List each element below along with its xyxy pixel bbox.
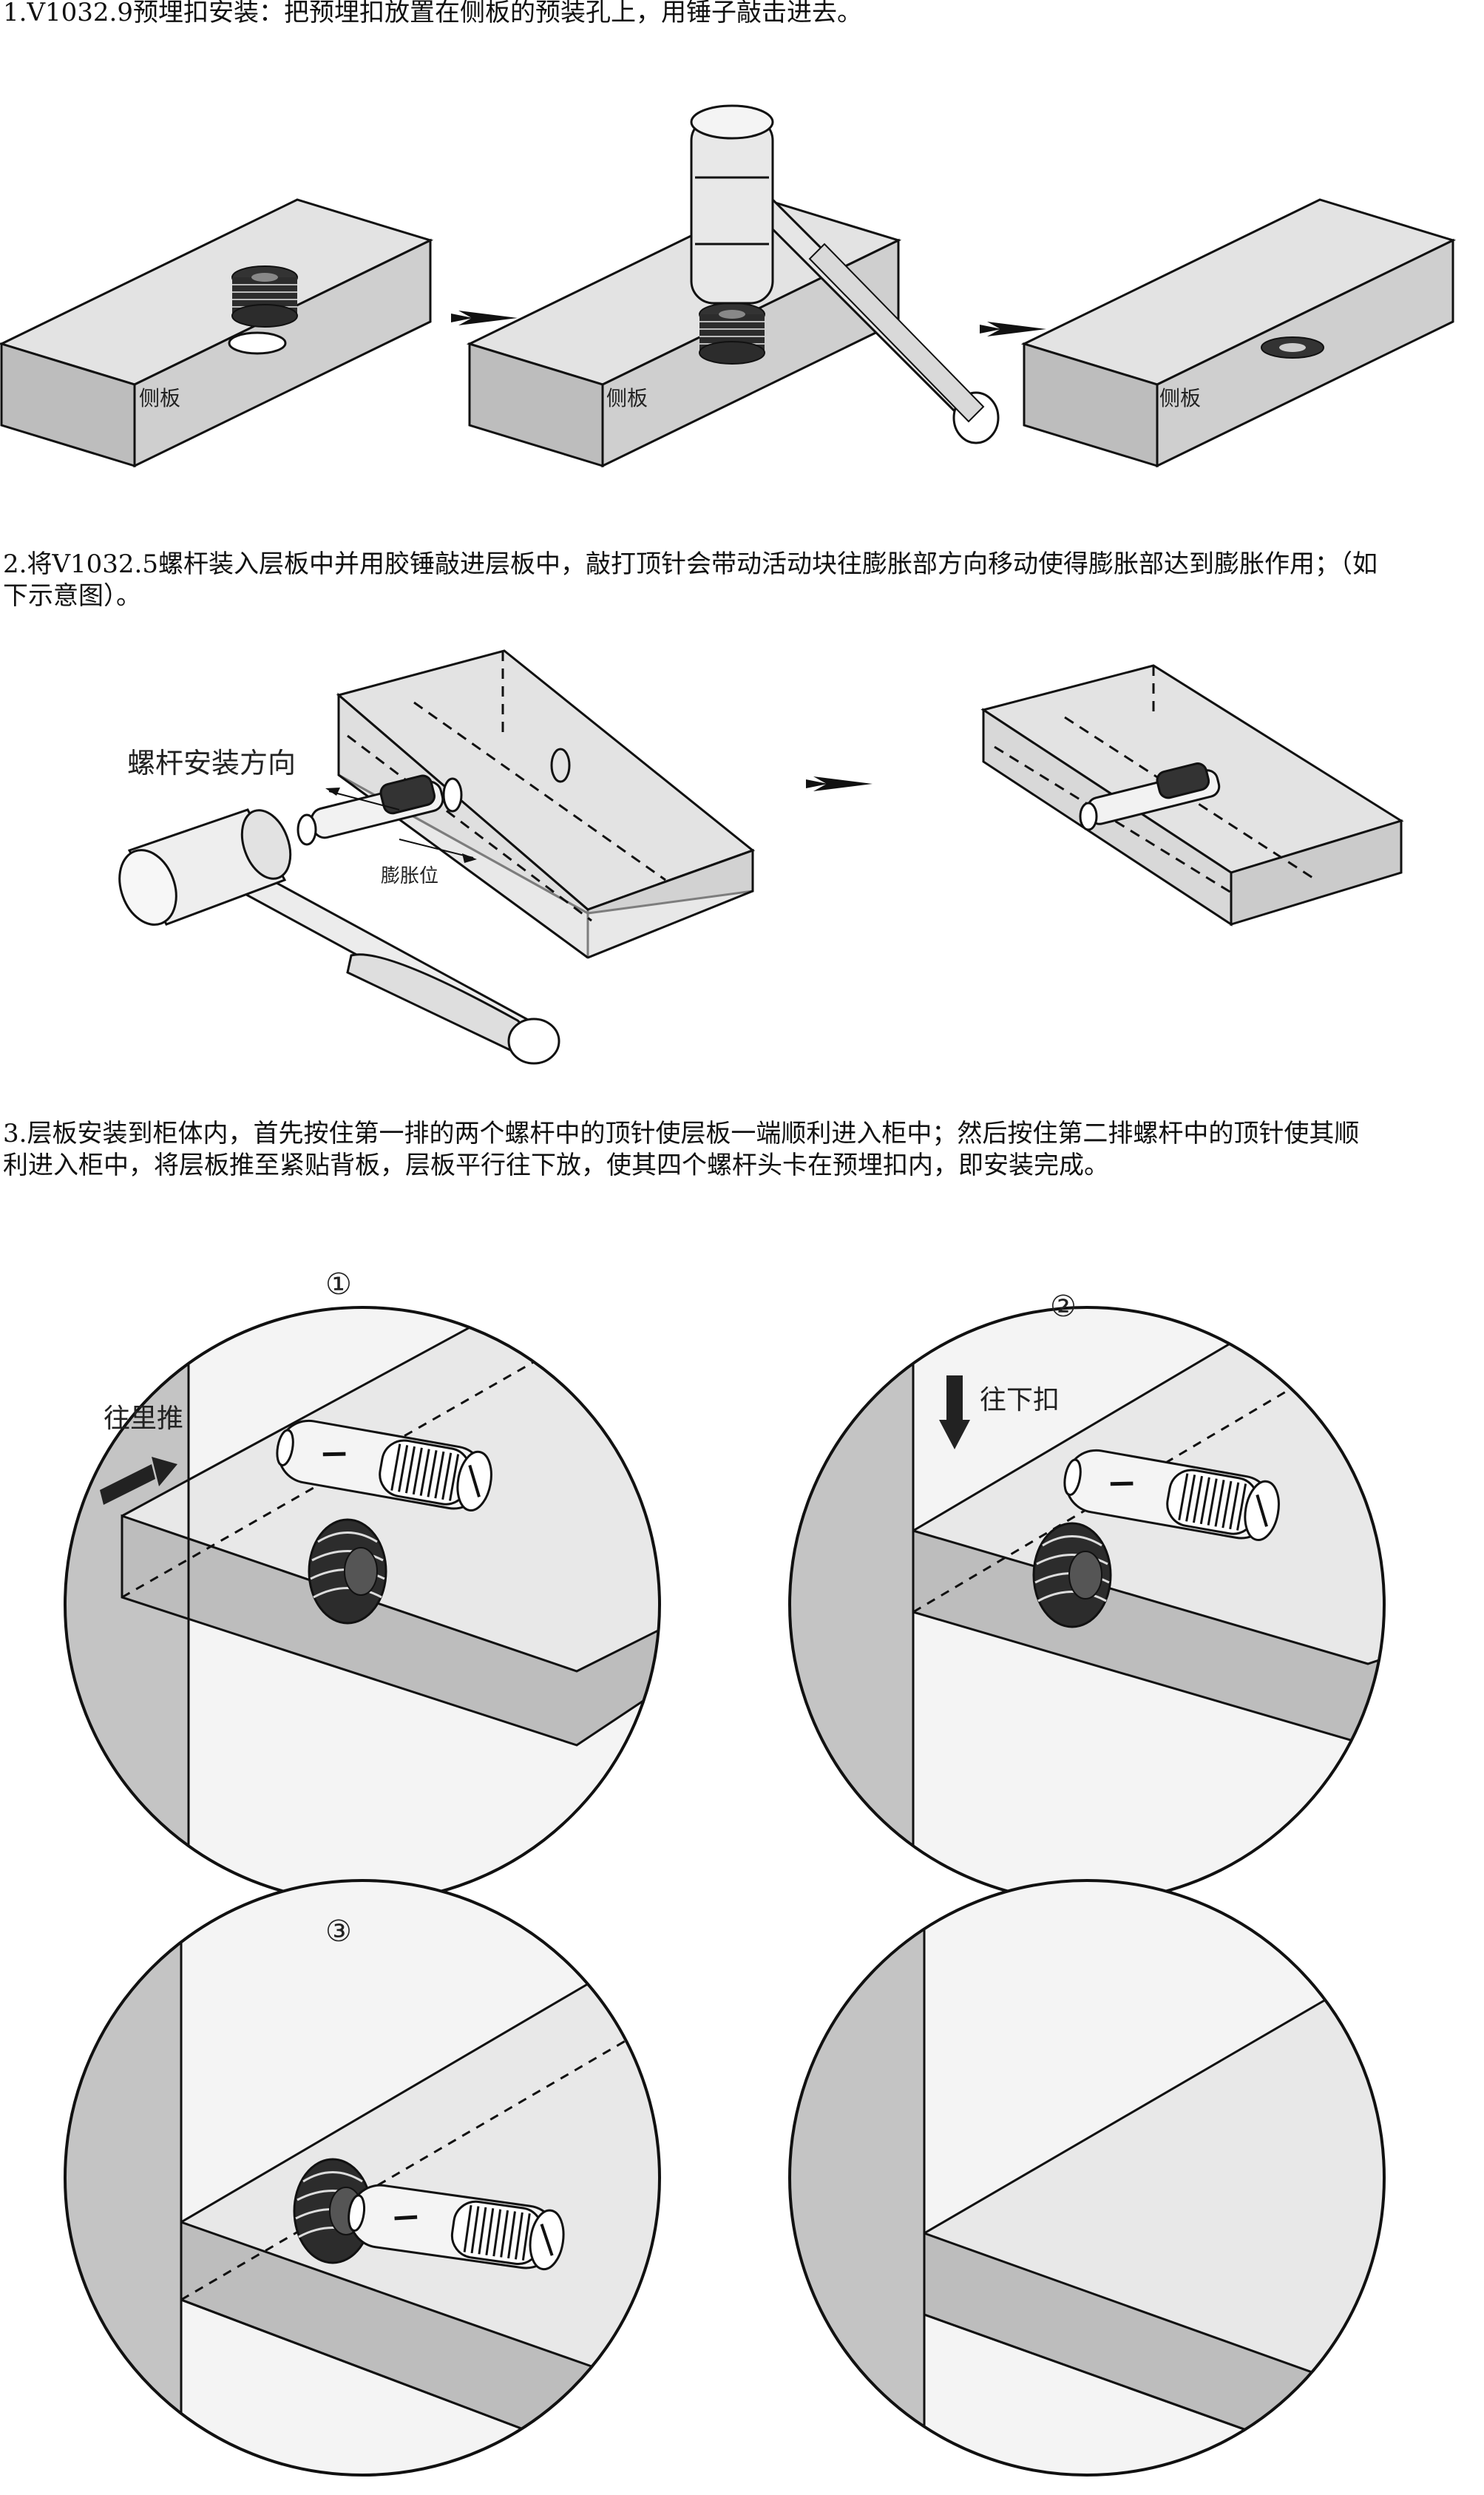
down-arrow-icon <box>939 1375 970 1449</box>
step-1-instruction: 1.V1032.9预埋扣安装：把预埋扣放置在侧板的预装孔上，用锤子敲击进去。 <box>3 0 1474 29</box>
installed-nut <box>1261 336 1324 359</box>
panel-number-2: ② <box>1050 1290 1077 1324</box>
arrow-icon <box>451 311 518 325</box>
step-1-figure: 侧板 侧板 侧板 <box>0 104 1454 467</box>
step-3-line-1: 3.层板安装到柜体内，首先按住第一排的两个螺杆中的顶针使层板一端顺利进入柜中；然… <box>3 1119 1360 1148</box>
arrow-left-icon <box>325 788 400 810</box>
step-2-figure: 螺杆安装方向 膨胀位 <box>118 649 1404 1065</box>
pre-drilled-hole <box>228 331 287 355</box>
step-1-line-1: 1.V1032.9预埋扣安装：把预埋扣放置在侧板的预装孔上，用锤子敲击进去。 <box>3 0 862 27</box>
arrow-icon <box>806 776 873 791</box>
detail-circle-3: ③ <box>64 1879 661 2477</box>
side-board-2 <box>468 198 900 467</box>
side-board-3 <box>1023 198 1454 467</box>
embedded-nut <box>699 302 765 365</box>
board-label-2: 侧板 <box>606 386 648 410</box>
detail-circle-1: ① 往里推 <box>64 1267 661 1903</box>
panel-action-2: 往下扣 <box>980 1385 1060 1415</box>
arrow-right-icon <box>399 839 477 863</box>
detail-circle-4 <box>788 1879 1386 2477</box>
step-2-line-1: 2.将V1032.5螺杆装入层板中并用胶锤敲进层板中，敲打顶针会带动活动块往膨胀… <box>3 549 1378 579</box>
board-label-1: 侧板 <box>139 386 180 410</box>
panel-number-3: ③ <box>325 1915 352 1949</box>
step-3-instruction: 3.层板安装到柜体内，首先按住第一排的两个螺杆中的顶针使层板一端顺利进入柜中；然… <box>3 1118 1478 1182</box>
hammer-icon <box>690 104 1000 444</box>
shelf-board <box>336 649 756 959</box>
arrow-icon <box>980 322 1046 336</box>
expansion-bolt <box>297 774 444 846</box>
panel-action-1: 往里推 <box>104 1404 183 1434</box>
step-3-line-2: 利进入柜中，将层板推至紧贴背板，层板平行往下放，使其四个螺杆头卡在预埋扣内，即安… <box>3 1151 1109 1180</box>
push-arrow-icon <box>100 1457 177 1505</box>
detail-circle-2: ② 往下扣 <box>788 1290 1386 1903</box>
board-label-3: 侧板 <box>1159 386 1201 410</box>
shelf-board-installed <box>980 664 1404 927</box>
step-2-line-2: 下示意图）。 <box>3 581 141 611</box>
side-board-1 <box>0 198 432 467</box>
embedded-nut <box>231 265 298 328</box>
install-direction-label: 螺杆安装方向 <box>127 747 296 779</box>
panel-number-1: ① <box>325 1267 352 1301</box>
mallet-icon <box>118 808 560 1065</box>
step-3-figure: ① 往里推 ② 往下扣 <box>64 1267 1386 2477</box>
expansion-label: 膨胀位 <box>381 865 438 887</box>
step-2-instruction: 2.将V1032.5螺杆装入层板中并用胶锤敲进层板中，敲打顶针会带动活动块往膨胀… <box>3 549 1478 612</box>
